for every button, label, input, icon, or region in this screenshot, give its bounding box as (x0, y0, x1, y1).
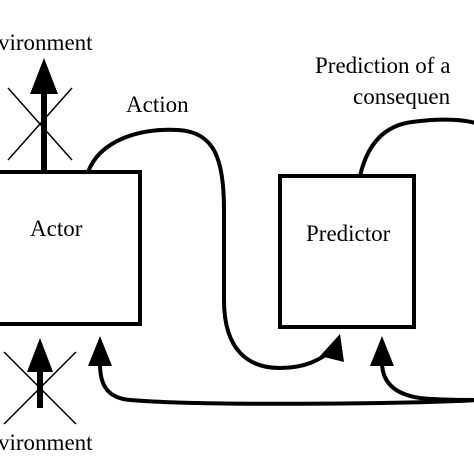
actor-box (0, 170, 142, 326)
environment-to-actor-arrowhead (27, 338, 53, 372)
prediction-label-line2: consequen (353, 84, 451, 109)
action-label: Action (126, 92, 189, 117)
bottom-blocked-x-icon (3, 351, 77, 425)
feedback-to-actor-curve (98, 363, 474, 406)
feedback-to-actor-arrowhead (88, 336, 112, 366)
actor-label: Actor (30, 216, 83, 241)
action-arrowhead (320, 334, 344, 362)
predictor-box (278, 174, 416, 329)
prediction-curve (358, 117, 474, 177)
environment-top-label: vironment (0, 30, 93, 55)
action-curve (86, 127, 334, 371)
actor-to-environment-arrowhead (30, 58, 58, 94)
feedback-to-predictor-curve (380, 361, 474, 402)
prediction-label-line1: Prediction of a (315, 53, 450, 78)
predictor-label: Predictor (306, 221, 391, 246)
environment-bottom-label: vironment (0, 430, 93, 455)
top-blocked-x-icon (7, 87, 73, 161)
feedback-to-predictor-arrowhead (370, 336, 394, 366)
